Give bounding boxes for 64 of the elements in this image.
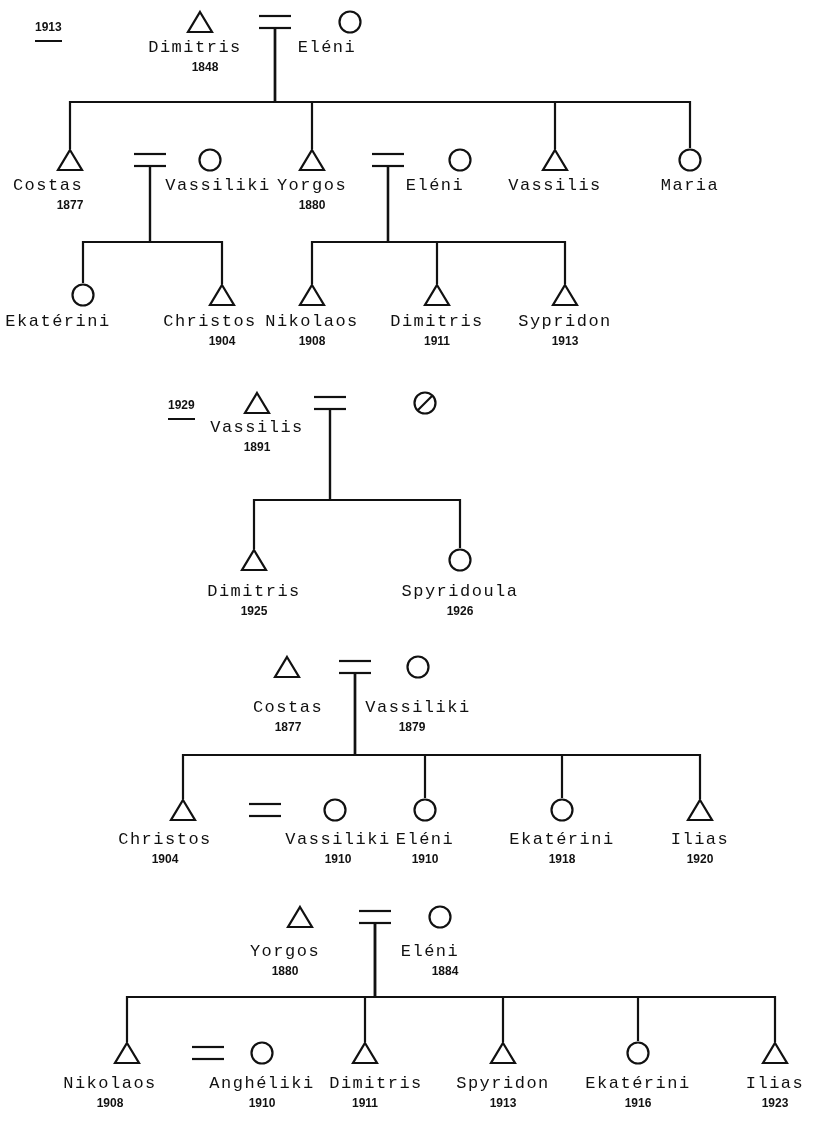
person-name: Ekatérini [509,830,615,850]
birth-year: 1910 [248,1096,276,1110]
person-name: Yorgos [276,176,348,196]
person-name: Spyridoula [401,582,519,602]
person-name: Christos [163,312,257,332]
birth-year: 1891 [243,440,271,454]
person-name: Vassiliki [285,830,391,850]
year-heading: 1929 [168,398,195,420]
descent-line [386,167,567,284]
descent-line [353,674,702,799]
birth-year: 1923 [761,1096,789,1110]
birth-year: 1904 [151,852,179,866]
birth-year: 1918 [548,852,576,866]
person-name: Nikolaos [265,312,359,332]
person-name: Ekatérini [585,1074,691,1094]
person-name: Ilias [670,830,730,850]
descent-line [328,410,462,548]
birth-year: 1925 [240,604,268,618]
person-name: Sypridon [518,312,612,332]
person-name: Maria [660,176,720,196]
descent-line [148,167,224,284]
year-heading: 1913 [35,20,62,42]
person-name: Yorgos [249,942,321,962]
person-name: Eléni [405,176,465,196]
birth-year: 1916 [624,1096,652,1110]
person-name: Vassilis [508,176,602,196]
birth-year: 1904 [208,334,236,348]
birth-year: 1884 [431,964,459,978]
descent-line [273,29,692,148]
birth-year: 1877 [274,720,302,734]
birth-year: 1926 [446,604,474,618]
person-name: Anghéliki [209,1074,315,1094]
person-name: Eléni [400,942,460,962]
person-name: Nikolaos [63,1074,157,1094]
person-name: Dimitris [207,582,301,602]
descent-line [373,924,777,1042]
person-name: Dimitris [329,1074,423,1094]
birth-year: 1908 [96,1096,124,1110]
birth-year: 1880 [298,198,326,212]
person-name: Costas [12,176,84,196]
birth-year: 1880 [271,964,299,978]
person-name: Vassilis [210,418,304,438]
birth-year: 1908 [298,334,326,348]
birth-year: 1879 [398,720,426,734]
person-name: Vassiliki [165,176,271,196]
person-name: Christos [118,830,212,850]
birth-year: 1913 [551,334,579,348]
birth-year: 1920 [686,852,714,866]
person-name: Vassiliki [365,698,471,718]
birth-year: 1910 [324,852,352,866]
birth-year: 1877 [56,198,84,212]
person-name: Spyridon [456,1074,550,1094]
birth-year: 1848 [191,60,219,74]
birth-year: 1911 [424,334,450,348]
person-name: Costas [252,698,324,718]
birth-year: 1913 [489,1096,517,1110]
person-name: Ekatérini [5,312,111,332]
person-name: Dimitris [390,312,484,332]
person-name: Eléni [395,830,455,850]
birth-year: 1911 [352,1096,378,1110]
person-name: Eléni [297,38,357,58]
person-name: Ilias [745,1074,805,1094]
birth-year: 1910 [411,852,439,866]
person-name: Dimitris [148,38,242,58]
